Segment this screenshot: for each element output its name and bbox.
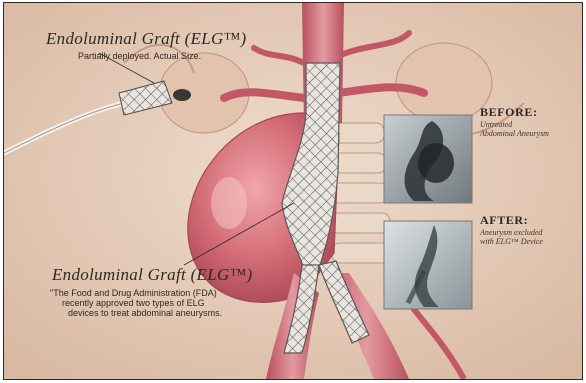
- after-line-2: with ELG™ Device: [480, 237, 543, 246]
- top-callout: Endoluminal Graft (ELG™) Partially deplo…: [46, 29, 246, 61]
- bottom-callout: Endoluminal Graft (ELG™) "The Food and D…: [52, 265, 252, 318]
- before-label: BEFORE: Untreated Abdominal Aneurysm: [480, 105, 549, 138]
- bottom-callout-caption-line-1: "The Food and Drug Administration (FDA): [50, 288, 252, 298]
- bottom-callout-caption-line-2: recently approved two types of ELG: [62, 298, 252, 308]
- bottom-callout-title: Endoluminal Graft (ELG™): [52, 265, 252, 285]
- bottom-callout-caption-line-3: devices to treat abdominal aneurysms.: [68, 308, 252, 318]
- top-callout-caption: Partially deployed. Actual Size.: [78, 51, 246, 61]
- right-kidney: [396, 43, 492, 123]
- aneurysm-highlight: [211, 177, 247, 229]
- catheter-tip: [173, 89, 191, 101]
- before-line-1: Untreated: [480, 120, 549, 129]
- medical-illustration: Endoluminal Graft (ELG™) Partially deplo…: [3, 2, 583, 380]
- after-line-1: Aneurysm excluded: [480, 228, 543, 237]
- before-heading: BEFORE:: [480, 105, 549, 120]
- after-label: AFTER: Aneurysm excluded with ELG™ Devic…: [480, 213, 543, 246]
- after-heading: AFTER:: [480, 213, 543, 228]
- before-line-2: Abdominal Aneurysm: [480, 129, 549, 138]
- after-xray: [384, 221, 472, 309]
- top-callout-title: Endoluminal Graft (ELG™): [46, 29, 246, 49]
- before-xray: [384, 115, 472, 203]
